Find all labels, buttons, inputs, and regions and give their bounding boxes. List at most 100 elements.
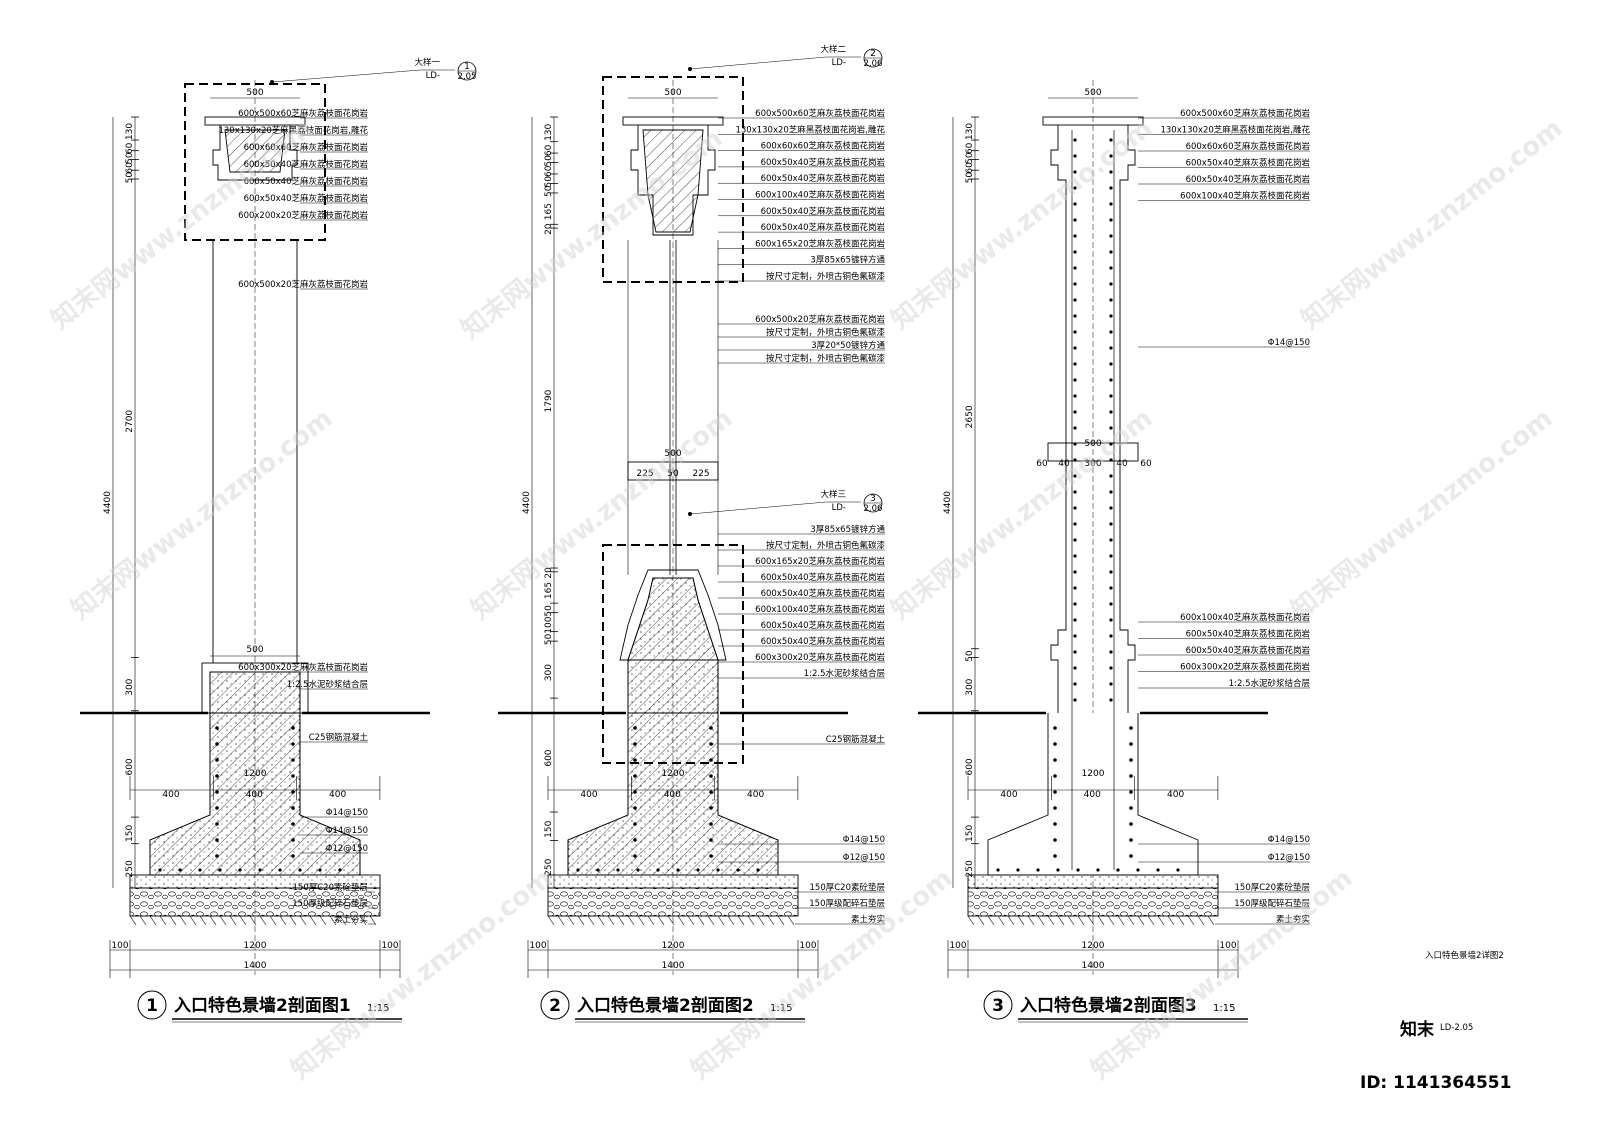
watermark-text: 知末网www.znzmo.com	[46, 113, 318, 335]
rebar-dot	[1109, 234, 1113, 238]
rebar-dot	[1073, 394, 1077, 398]
rebar-dot	[1073, 330, 1077, 334]
hdim-text: 1200	[662, 941, 685, 951]
soil-hatch	[657, 915, 665, 926]
sec1-top-label-text: 600x50x40芝麻灰荔枝面花岗岩	[244, 193, 369, 204]
sec2-top-label-text: 600x50x40芝麻灰荔枝面花岗岩	[761, 222, 886, 233]
title-circle	[137, 990, 167, 1020]
rebar-dot	[676, 868, 680, 872]
rebar-dot	[215, 774, 219, 778]
soil-hatch	[747, 915, 755, 926]
rebar-dot	[633, 838, 637, 842]
rebar-dot	[198, 868, 202, 872]
rebar-dot	[1073, 378, 1077, 382]
callout-dot	[270, 80, 274, 84]
soil-hatch	[259, 915, 267, 926]
detail-box-3	[602, 544, 744, 764]
mid-dim: 225	[692, 469, 709, 479]
soil-hatch	[557, 915, 565, 926]
rebar-dot	[278, 868, 282, 872]
callout-dot	[688, 512, 692, 516]
rebar-dot	[1129, 742, 1133, 746]
hdim-text: 400	[580, 790, 597, 800]
vdim-text: 150	[965, 825, 975, 842]
rebar-dot	[633, 790, 637, 794]
vdim-text: 20	[544, 223, 554, 235]
cap-core	[224, 129, 286, 173]
sec2-top-label-text: 130x130x20芝麻黑荔枝面花岗岩,雕花	[735, 124, 885, 135]
rebar-dot	[1073, 634, 1077, 638]
vdim-text: 165	[544, 203, 554, 220]
rebar-dot	[1129, 806, 1133, 810]
rebar-dot	[215, 790, 219, 794]
soil-hatch	[667, 915, 675, 926]
rebar-dot	[1073, 682, 1077, 686]
rebar-dot	[1109, 506, 1113, 510]
rebar-dot	[1053, 822, 1057, 826]
soil-hatch	[249, 915, 257, 926]
soil-hatch	[607, 915, 615, 926]
rebar-dot	[318, 868, 322, 872]
mid-width: 500	[1084, 439, 1101, 449]
sec2-top-label-text: 600x60x60芝麻灰荔枝面花岗岩	[761, 141, 886, 152]
rebar-dot	[709, 790, 713, 794]
rebar-dot	[709, 758, 713, 762]
hdim-text: 100	[799, 941, 816, 951]
soil-hatch	[319, 915, 327, 926]
rebar-dot	[1073, 586, 1077, 590]
soil-hatch	[289, 915, 297, 926]
rebar-dot	[633, 774, 637, 778]
hdim-text: 100	[381, 941, 398, 951]
vdim-text: 300	[125, 678, 135, 695]
rebar-dot	[1109, 570, 1113, 574]
rebar-dot	[1109, 426, 1113, 430]
soil-hatch	[1117, 915, 1125, 926]
vdim-text: 250	[125, 860, 135, 877]
hdim-total: 1400	[662, 961, 685, 971]
section-title: 入口特色景墙2剖面图3	[1020, 995, 1197, 1016]
rebar-dot	[656, 868, 660, 872]
rebar-dot	[158, 868, 162, 872]
rebar-dot	[291, 790, 295, 794]
rebar-dot	[1073, 250, 1077, 254]
rebar-dot	[1073, 554, 1077, 558]
callout-ref: 2	[870, 49, 876, 59]
soil-hatch	[567, 915, 575, 926]
soil-hatch	[1147, 915, 1155, 926]
vdim-text: 50	[544, 155, 554, 167]
sec2-base-label-text: 600x50x40芝麻灰荔枝面花岗岩	[761, 636, 886, 647]
column-left-profile	[1050, 125, 1067, 713]
rebar-dot	[716, 868, 720, 872]
soil-hatch	[299, 915, 307, 926]
rebar-dot	[1076, 868, 1080, 872]
soil-hatch	[577, 915, 585, 926]
cap-stone	[622, 116, 724, 126]
soil-hatch	[189, 915, 197, 926]
soil-hatch	[1167, 915, 1175, 926]
sec3-base-label-text: 1:2.5水泥砂浆结合层	[1229, 678, 1310, 689]
soil-hatch	[647, 915, 655, 926]
rebar-dot	[616, 868, 620, 872]
vdim-text: 300	[544, 664, 554, 681]
soil-hatch	[1197, 915, 1205, 926]
callout-label: 大样一	[414, 57, 440, 68]
rebar-dot	[1073, 154, 1077, 158]
soil-hatch	[1047, 915, 1055, 926]
rebar-dot	[1073, 170, 1077, 174]
rebar-dot	[1073, 650, 1077, 654]
mid-band	[627, 461, 719, 481]
hdim-text: 400	[329, 790, 346, 800]
column-right-profile	[1119, 125, 1136, 713]
top-width: 500	[246, 88, 263, 98]
vdim-text: 60	[965, 142, 975, 154]
hdim-text: 400	[162, 790, 179, 800]
rebar-dot	[215, 838, 219, 842]
gravel-layer	[129, 887, 381, 917]
hdim-total: 1200	[1082, 769, 1105, 779]
rebar-dot	[1129, 758, 1133, 762]
rebar-dot	[1073, 202, 1077, 206]
rebar-dot	[1109, 154, 1113, 158]
mid-dim: 300	[1084, 459, 1101, 469]
rebar-dot	[291, 854, 295, 858]
hdim-text: 100	[529, 941, 546, 951]
